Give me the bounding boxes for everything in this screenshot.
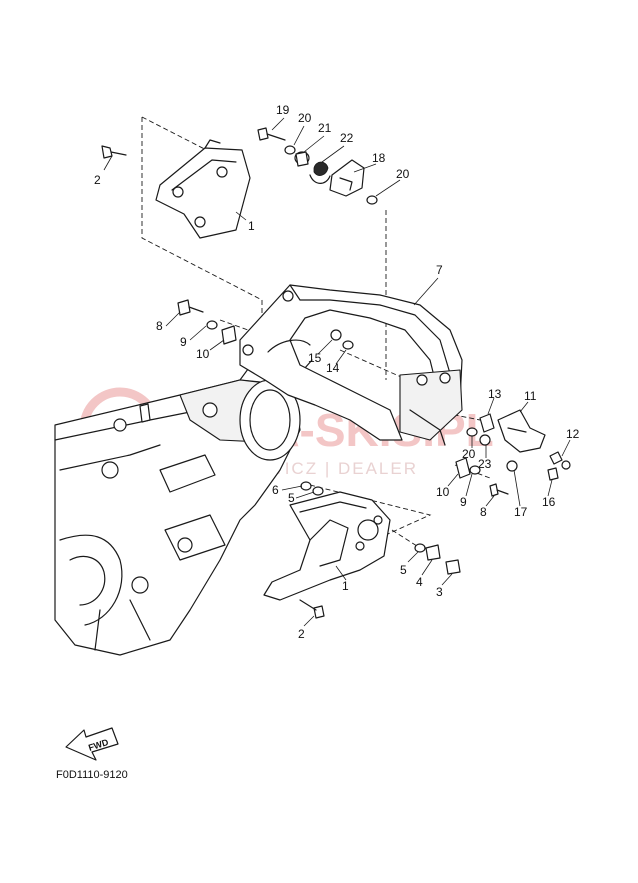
bolt-upper (101, 145, 127, 159)
diagram-code: F0D1110-9120 (56, 769, 128, 781)
callout-9-right: 9 (460, 495, 467, 509)
callout-23: 23 (478, 457, 492, 471)
callout-18: 18 (372, 151, 386, 165)
callout-6: 6 (272, 483, 279, 497)
callout-8-right: 8 (480, 505, 487, 519)
forward-arrow-icon: FWD (65, 727, 119, 761)
pump-housing (54, 349, 313, 656)
callout-22: 22 (340, 131, 354, 145)
callout-11: 11 (524, 389, 537, 403)
callout-20-top: 20 (298, 111, 312, 125)
callout-1-lower: 1 (342, 579, 349, 593)
callout-5-upper: 5 (288, 491, 295, 505)
callout-5-lower: 5 (400, 563, 407, 577)
callout-2-upper: 2 (94, 173, 101, 187)
callout-7: 7 (436, 263, 443, 277)
upper-bracket (155, 139, 251, 239)
bolt-lower (299, 599, 325, 619)
callout-12: 12 (566, 427, 580, 441)
callout-9-left: 9 (180, 335, 187, 349)
callout-15: 15 (308, 351, 322, 365)
callout-labels: 2 1 19 20 21 22 18 20 7 8 9 10 15 14 13 … (94, 103, 580, 641)
callout-13: 13 (488, 387, 502, 401)
callout-10-right: 10 (436, 485, 450, 499)
left-fasteners (177, 299, 354, 350)
callout-21: 21 (318, 121, 332, 135)
callout-17: 17 (514, 505, 528, 519)
callout-2-lower: 2 (298, 627, 305, 641)
callout-3: 3 (436, 585, 443, 599)
callout-8-left: 8 (156, 319, 163, 333)
callout-19: 19 (276, 103, 290, 117)
lower-bracket (263, 481, 461, 601)
stern-frame (239, 284, 463, 446)
callout-4: 4 (416, 575, 423, 589)
leader-lines (103, 117, 571, 627)
callout-14: 14 (326, 361, 340, 375)
callout-1-upper: 1 (248, 219, 255, 233)
callout-20-right: 20 (396, 167, 410, 181)
upper-small-parts (257, 127, 378, 205)
callout-16: 16 (542, 495, 556, 509)
callout-20-lower: 20 (462, 447, 476, 461)
callout-10-left: 10 (196, 347, 210, 361)
right-fasteners (455, 409, 571, 497)
